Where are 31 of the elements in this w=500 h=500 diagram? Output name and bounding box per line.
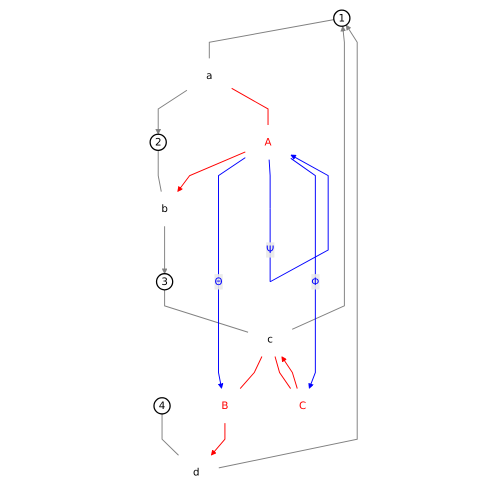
connector: [232, 88, 269, 126]
connector: [209, 19, 335, 59]
node-text: B: [222, 399, 229, 412]
node-circle: 3: [156, 273, 174, 290]
node-text: b: [162, 202, 168, 215]
arrow: [156, 90, 188, 134]
connector: [158, 150, 162, 192]
arrow: [211, 422, 226, 456]
arrow: [218, 157, 246, 389]
arrow: [292, 26, 346, 330]
arrow: [162, 226, 168, 274]
node-circle: 2: [150, 134, 168, 152]
arrow: [268, 154, 329, 282]
edge-label: Φ: [312, 275, 320, 288]
node-text: a: [206, 69, 213, 82]
edge-label: Θ: [214, 275, 223, 288]
arrow: [282, 356, 298, 390]
node-text: d: [193, 466, 200, 478]
connector: [162, 413, 180, 456]
connector: [274, 356, 292, 390]
edge-label: Ψ: [266, 244, 274, 256]
connector: [240, 356, 263, 390]
node-circle: 4: [154, 397, 172, 415]
arrow: [218, 24, 358, 468]
node-text: A: [264, 136, 272, 148]
connector: [164, 289, 249, 333]
node-text: C: [299, 399, 306, 412]
node-text: c: [268, 332, 274, 345]
arrow: [290, 158, 316, 389]
node-circle: 1: [333, 10, 351, 27]
arrow: [178, 152, 246, 192]
